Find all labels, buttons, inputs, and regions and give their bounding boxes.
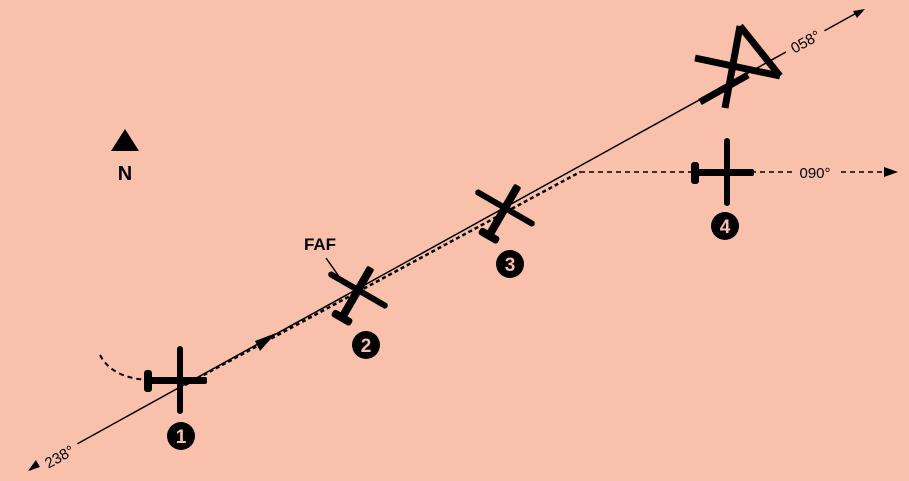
- vor-station-icon: [694, 23, 783, 109]
- position-marker-4: 4: [711, 212, 739, 240]
- svg-text:1: 1: [176, 427, 187, 448]
- arrowhead-icon: [853, 9, 865, 18]
- airplane-icon: [328, 266, 388, 326]
- faf-leader: [325, 257, 346, 286]
- position-marker-1: 1: [167, 422, 195, 450]
- arrowhead-icon: [255, 333, 276, 351]
- course-turn-label: 090°: [799, 165, 830, 182]
- position-marker-2: 2: [352, 331, 380, 359]
- entry-turn-path: [99, 354, 149, 381]
- north-label: N: [118, 163, 132, 185]
- airplane-icon: [691, 138, 754, 206]
- position-marker-3: 3: [496, 250, 524, 278]
- north-arrow-icon: [111, 129, 139, 151]
- arrowhead-icon: [28, 460, 40, 471]
- svg-text:2: 2: [361, 336, 372, 357]
- svg-text:3: 3: [505, 255, 516, 276]
- svg-text:4: 4: [720, 217, 731, 238]
- arrowhead-icon: [884, 167, 898, 177]
- airplane-icon: [475, 184, 535, 244]
- airplane-icon: [144, 346, 207, 414]
- flight-path: [184, 170, 581, 387]
- faf-label: FAF: [304, 235, 336, 254]
